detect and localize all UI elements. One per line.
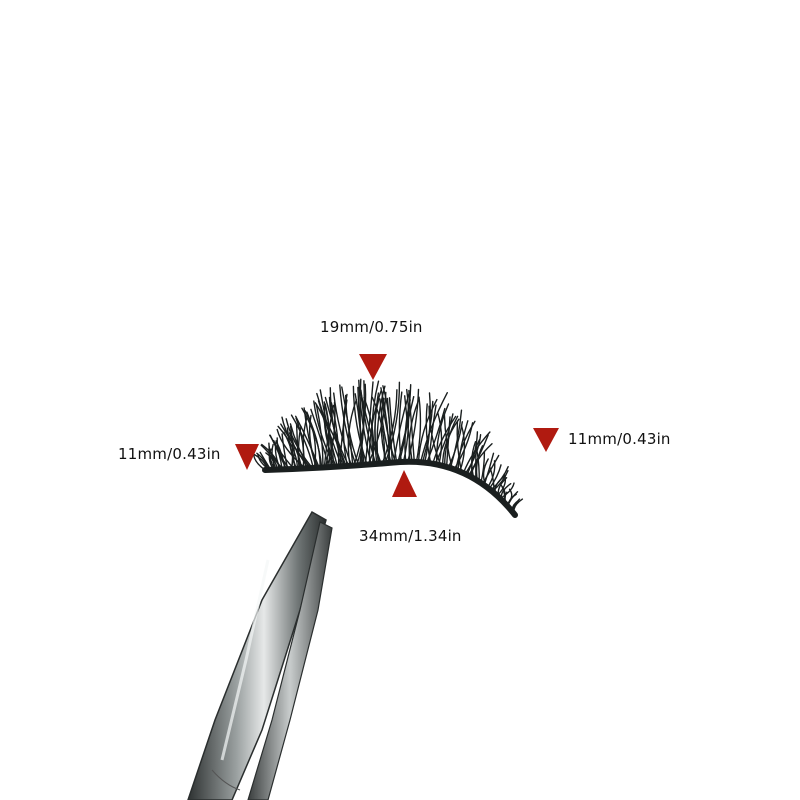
lash-hair <box>404 395 413 463</box>
lash-hair <box>398 391 403 463</box>
lash-hair <box>497 477 508 498</box>
lash-hair <box>425 403 432 465</box>
lash-hair <box>286 427 297 469</box>
lash-hair <box>384 381 401 464</box>
triangle-down-icon <box>533 428 559 452</box>
lash-hair <box>388 397 398 463</box>
lash-hair <box>276 428 306 469</box>
lash-hair <box>443 414 453 470</box>
lash-hair <box>489 466 495 494</box>
lash-hair <box>310 408 330 467</box>
lash-hair <box>471 441 477 480</box>
lash-hair <box>285 418 313 468</box>
lash-hair <box>274 440 282 470</box>
lash-hair <box>290 414 314 468</box>
lash-hair <box>295 415 320 468</box>
lash-hair <box>281 416 311 468</box>
lash-hair <box>507 493 517 511</box>
lash-hair <box>456 420 463 473</box>
lash-hair <box>259 451 272 471</box>
lash-hair <box>415 396 422 463</box>
lash-hair <box>261 443 280 470</box>
lash-hair <box>408 400 420 463</box>
lash-hair <box>500 483 512 501</box>
lash-hair <box>364 381 374 465</box>
lash-hair <box>358 379 372 465</box>
lash-hair <box>435 403 450 466</box>
lash-hair <box>374 397 381 464</box>
lash-hair <box>253 453 268 471</box>
band-length-label: 34mm/1.34in <box>359 527 462 545</box>
triangle-down-icon <box>359 354 387 380</box>
lash-hair <box>257 453 270 471</box>
lash-hair <box>308 414 319 468</box>
lash-hair <box>357 386 365 465</box>
lash-hair <box>260 444 279 470</box>
lash-hair <box>488 464 502 490</box>
lash-hair <box>480 451 486 484</box>
lash-hair <box>326 401 336 467</box>
triangle-down-icon <box>235 444 259 470</box>
lash-hair <box>455 420 476 471</box>
left-length-label: 11mm/0.43in <box>118 445 221 463</box>
lash-hair <box>316 392 343 467</box>
lash-hair <box>345 394 360 466</box>
lash-hair <box>269 434 294 469</box>
lash-hair <box>404 399 411 463</box>
lash-hair <box>471 438 481 479</box>
lash-hair <box>408 389 415 463</box>
lash-hair <box>475 445 484 482</box>
top-length-label: 19mm/0.75in <box>320 318 423 336</box>
lash-hair <box>277 425 299 469</box>
lash-hair <box>386 397 394 464</box>
lash-hair <box>253 454 266 471</box>
lash-hair <box>330 402 340 467</box>
lash-hair <box>511 499 520 514</box>
lash-hair <box>482 458 489 488</box>
lash-hair <box>424 392 431 464</box>
lash-hair <box>486 460 496 489</box>
lash-hair <box>314 402 347 466</box>
lash-hair <box>339 384 357 466</box>
lash-hair <box>428 405 442 466</box>
lash-hair <box>513 498 524 516</box>
lash-hair <box>328 396 350 466</box>
lash-hair <box>268 442 285 470</box>
lash-hair <box>504 491 510 509</box>
triangle-up-icon <box>392 470 417 497</box>
lash-hair <box>445 416 451 468</box>
lash-hair <box>379 398 392 464</box>
lash-hair <box>419 392 448 463</box>
lash-hair <box>276 437 290 470</box>
tweezers <box>187 510 333 800</box>
lash-hair <box>381 398 396 463</box>
lash-hair <box>359 386 382 464</box>
lash-hair <box>371 396 386 464</box>
lash-hair <box>352 385 368 465</box>
lash-hair <box>333 392 352 466</box>
right-length-label: 11mm/0.43in <box>568 430 671 448</box>
lash-hair <box>313 400 335 467</box>
lash-strip <box>253 378 524 518</box>
lash-hair <box>417 398 438 463</box>
lash-hair <box>457 420 469 472</box>
lash-hair <box>494 474 507 495</box>
lash-hair <box>301 407 323 468</box>
lash-hair <box>426 407 446 464</box>
lash-hair <box>476 449 480 483</box>
